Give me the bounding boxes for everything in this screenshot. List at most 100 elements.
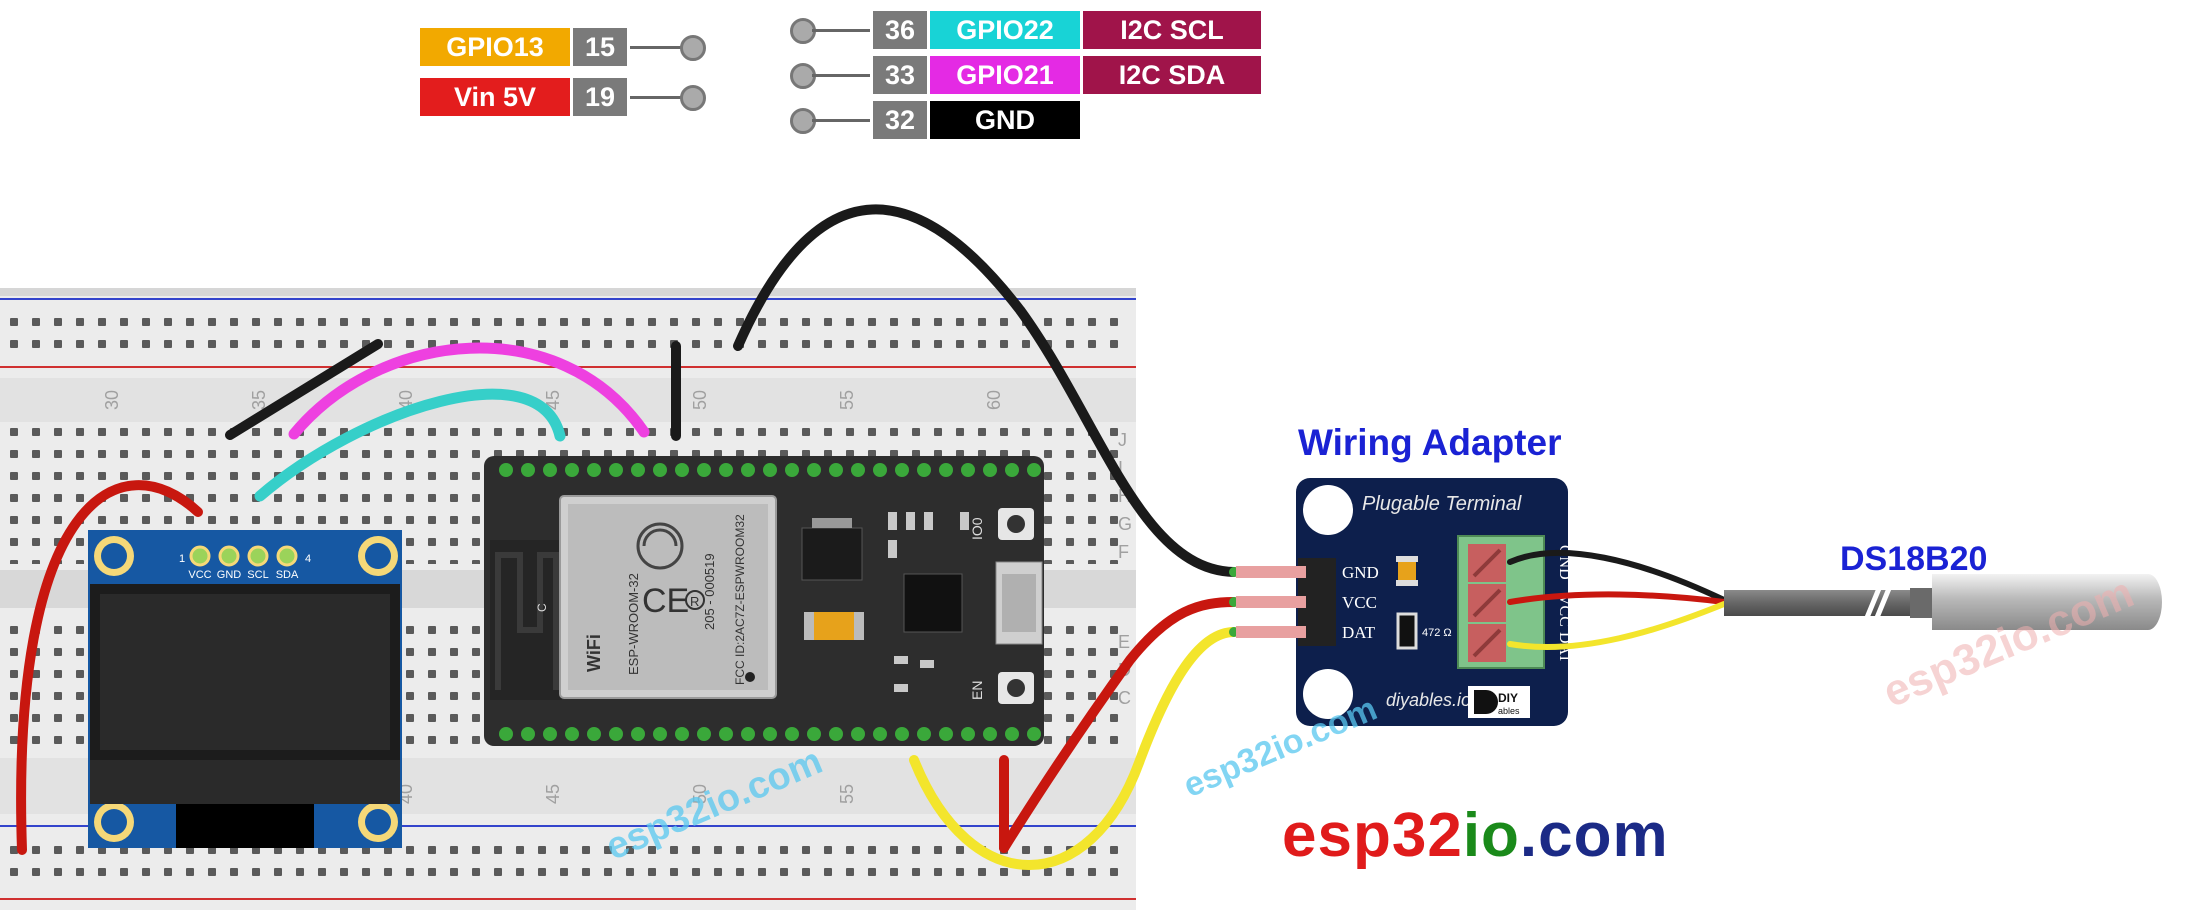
ds18b20-sensor <box>1724 574 2162 630</box>
wire-yellow <box>909 627 1239 870</box>
pin-row-vin5v: Vin 5V 19 <box>420 78 710 116</box>
header-pin-dat <box>1236 626 1306 638</box>
header-pin-vcc <box>1236 596 1306 608</box>
breadboard-labels: 30 35 40 45 50 55 60 40 45 50 55 J I H G… <box>102 390 1132 804</box>
column-number: 50 <box>690 784 710 804</box>
terminal-label-vcc: VCC <box>1556 594 1573 627</box>
pin-function-i2c-sda: I2C SDA <box>1083 56 1261 94</box>
voltage-regulator <box>801 527 863 581</box>
pin-number: 33 <box>873 56 927 94</box>
pin-row-gpio21: 33 GPIO21 I2C SDA <box>790 56 1261 94</box>
sensor-cable <box>1724 590 1874 616</box>
logo-text-ables: ables <box>1498 706 1520 716</box>
adapter-header: Plugable Terminal <box>1362 493 1522 515</box>
brand-logo: esp32io.com <box>1282 800 1669 871</box>
row-letter: E <box>1118 632 1130 652</box>
pin-label-gpio13: GPIO13 <box>420 28 570 66</box>
pin-number: 36 <box>873 11 927 49</box>
wiring-adapter-board: Plugable Terminal GND VCC DAT 472 Ω GND … <box>1236 478 1573 726</box>
wires <box>16 204 1239 870</box>
sensor-wire-yellow <box>1507 601 1727 650</box>
oled-pins <box>189 545 298 567</box>
wroom-module: CE R WiFi ESP-WROOM-32 205 - 000519 FCC … <box>559 495 777 699</box>
pin-stub <box>790 56 870 94</box>
column-number: 60 <box>984 390 1004 410</box>
row-letter: I <box>1118 458 1123 478</box>
en-label: EN <box>969 681 985 700</box>
pin-number: 19 <box>573 78 627 116</box>
row-letter: G <box>1118 514 1132 534</box>
column-number: 35 <box>249 390 269 410</box>
logo-text-diy: DIY <box>1498 691 1518 705</box>
en-button: EN <box>969 672 1034 704</box>
pin-row-gpio22: 36 GPIO22 I2C SCL <box>790 11 1261 49</box>
module-text: ESP-WROOM-32 <box>626 573 641 675</box>
adapter-pin-gnd: GND <box>1342 563 1379 582</box>
pin-function-i2c-scl: I2C SCL <box>1083 11 1261 49</box>
brand-part2: io <box>1462 801 1520 870</box>
pin-label-gpio21: GPIO21 <box>930 56 1080 94</box>
row-letter: J <box>1118 430 1127 450</box>
adapter-pin-vcc: VCC <box>1342 593 1377 612</box>
wifi-mark: WiFi <box>584 634 604 672</box>
pin-number: 15 <box>573 28 627 66</box>
sensor-wire-red <box>1507 591 1727 605</box>
column-number: 50 <box>690 390 710 410</box>
wire-magenta <box>288 342 650 440</box>
pin-number: 32 <box>873 101 927 139</box>
resistor-label: 472 Ω <box>1422 627 1452 639</box>
io0-button: IO0 <box>969 508 1034 540</box>
oled-pin-index-first: 1 <box>179 553 185 565</box>
pin-stub <box>790 101 870 139</box>
smd-parts <box>888 512 969 692</box>
column-number: 45 <box>543 784 563 804</box>
pin-stub <box>630 28 710 66</box>
sensor-wires <box>1507 550 1727 650</box>
pin-stub <box>790 11 870 49</box>
module-id-1: 205 - 000519 <box>702 553 717 630</box>
antenna-trace <box>490 540 562 700</box>
pin-label-vin5v: Vin 5V <box>420 78 570 116</box>
wire-cyan <box>254 388 566 502</box>
oled-pin-index-last: 4 <box>305 553 311 565</box>
io0-label: IO0 <box>969 517 985 540</box>
wire-black-top <box>225 339 383 440</box>
oled-pin-label: SCL <box>247 569 268 581</box>
oled-pin-label: GND <box>217 569 242 581</box>
sensor-probe <box>1932 574 2162 630</box>
wire-black-gnd <box>733 204 1239 577</box>
pin-header-top <box>499 463 1041 477</box>
column-number: 55 <box>837 784 857 804</box>
brand-part1: esp32 <box>1282 801 1463 870</box>
pin-row-gnd: 32 GND <box>790 101 1080 139</box>
esp32-board: CE R WiFi ESP-WROOM-32 205 - 000519 FCC … <box>484 456 1044 746</box>
capacitor <box>812 612 856 640</box>
adapter-title: Wiring Adapter <box>1298 422 1562 463</box>
pin-label-gnd: GND <box>930 101 1080 139</box>
wire-red-vcc <box>16 480 203 855</box>
column-number: 55 <box>837 390 857 410</box>
wire-red-adapter <box>999 597 1239 853</box>
sensor-title: DS18B20 <box>1840 540 1988 578</box>
r-mark: R <box>690 594 699 609</box>
pin-label-gpio22: GPIO22 <box>930 11 1080 49</box>
oled-pin-label: VCC <box>188 569 211 581</box>
brand-part3: .com <box>1519 801 1669 870</box>
diyables-logo: DIY ables <box>1468 686 1530 718</box>
resistor-ceramic <box>1398 556 1416 586</box>
pin-header-bottom <box>499 727 1041 741</box>
adapter-pin-dat: DAT <box>1342 623 1376 642</box>
module-id-2: FCC ID:2AC7Z-ESPWROOM32 <box>733 514 747 685</box>
column-number: 45 <box>543 390 563 410</box>
oled-pin-label: SDA <box>276 569 299 581</box>
pin-row-gpio13: GPIO13 15 <box>420 28 710 66</box>
pin-stub <box>630 78 710 116</box>
resistor-smd <box>1396 612 1418 650</box>
header-pin-gnd <box>1236 566 1306 578</box>
c-mark: C <box>535 603 549 612</box>
row-letter: C <box>1118 688 1131 708</box>
row-letter: F <box>1118 542 1129 562</box>
ce-mark: CE <box>642 582 689 620</box>
adapter-footer: diyables.io <box>1386 690 1471 710</box>
